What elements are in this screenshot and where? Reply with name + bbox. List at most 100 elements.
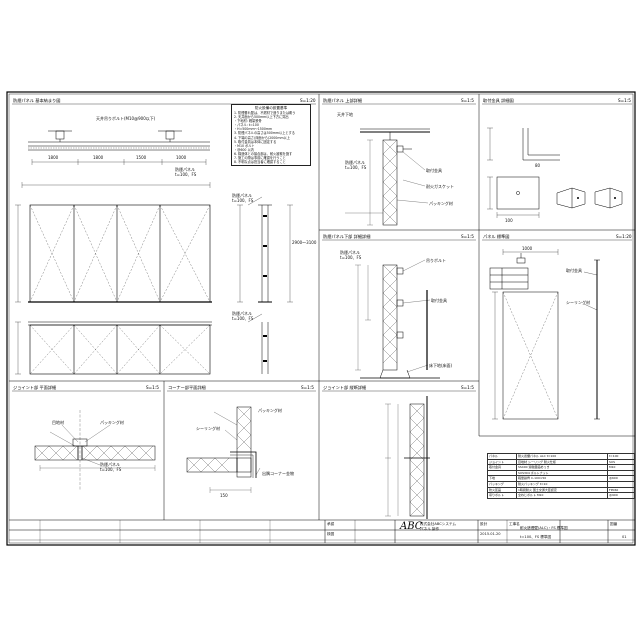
notes-line: ・@600 以内 [234, 147, 254, 152]
drawing-subtitle: t=100、FS 標準図 [520, 535, 552, 539]
dim-1000: 1000 [176, 155, 187, 160]
title-block-approve: 承認 [327, 522, 335, 526]
table-cell: t=100 [607, 453, 635, 460]
section-scale-bracket: S=1:5 [618, 98, 631, 103]
company-division: パネル 製作 [420, 527, 440, 531]
section-title-joint-plan: ジョイント部 平面詳細 [13, 385, 57, 390]
table-row: 防火区画 1時間耐火 国土交通大臣認定 FP060 [487, 486, 635, 494]
table-cell: M10 [607, 464, 635, 471]
fixing-label-top: 取付金具 [426, 168, 442, 173]
panel-label-3: 防煙パネル [232, 311, 252, 316]
table-cell: 吊りボルト [487, 492, 517, 499]
notes-line: ・M10 ボルト [234, 143, 255, 148]
section-scale-joint-plan: S=1:5 [146, 385, 159, 390]
table-row: パネル 耐火遮煙パネル ALC t=100 t=100 [487, 453, 635, 460]
notes-title: 防火設備の設置基準 [254, 106, 288, 110]
packing-label-corner: パッキング材 [258, 408, 282, 413]
table-cell: @900 [607, 492, 635, 499]
notes-line: ・パネル: t=100 [234, 123, 259, 128]
bolt-label-lower: 吊りボルト [426, 258, 446, 263]
packing-label-joint: パッキング材 [100, 420, 124, 425]
sealant-label-panel: シーリング材 [566, 300, 590, 305]
section-title-panel: パネル 標準図 [483, 234, 510, 239]
notes-line: 3. 防煙パネルの高さは500mm以上とする [234, 131, 295, 136]
notes-box: 防火設備の設置基準 1. 防煙垂れ壁は、不燃材で造りまたは覆う 2. 天井面から… [231, 104, 311, 167]
corner-label: 出隅コーナー金物 [262, 471, 294, 476]
notes-line: 4. 下端の高さ(床面から)2000mm以上 [234, 135, 290, 140]
title-block-project: 工事名 [509, 522, 520, 526]
table-row: パッキング 耐火パッキング t=10 [487, 481, 635, 488]
panel-label-joint: 防煙パネル [100, 462, 120, 467]
notes-line: 6. 構造体との接合部は、耐火被覆を施す [234, 151, 293, 156]
section-title-lower: 防煙パネル下部 詳細詳細 [323, 234, 371, 239]
dim-1800-b: 1800 [93, 155, 104, 160]
dim-100-bracket: 100 [505, 218, 513, 223]
table-cell [607, 469, 635, 477]
table-row: 下地 軽量鉄骨 C-100×50 @600 [487, 475, 635, 482]
drawing-title: 耐火遮煙壁(ALC)・FS 標準図 [520, 526, 568, 530]
dim-1800-a: 1800 [48, 155, 59, 160]
table-row: 吊りボルト 全ねじボルト M10 @900 [487, 492, 635, 499]
table-cell: FP060 [607, 486, 635, 494]
sealant-label-corner: シーリング材 [196, 426, 220, 431]
fixing-label-panel: 取付金具 [566, 268, 582, 273]
section-scale-corner: S=1:5 [301, 385, 314, 390]
panel-label-2: 防煙パネル [232, 193, 252, 198]
title-block-draw: 設計 [480, 522, 488, 526]
notes-line: 1. 防煙垂れ壁は、不燃材で造りまたは覆う [234, 111, 296, 115]
notes-line: ・下地材: 軽量鉄骨 [234, 119, 262, 124]
section-title-corner: コーナー部平面詳細 [168, 385, 206, 390]
title-block-number: 図番 [610, 522, 618, 526]
notes-line: 8. 不明な点は担当者に確認すること [234, 160, 286, 165]
section-scale-basic: S=1:20 [300, 98, 316, 103]
panel-spec-1: t=100、FS [175, 172, 197, 177]
dim-80-bracket: 80 [535, 163, 541, 168]
notes-line: 2. 天井面から500mm以上下方に突出 [234, 115, 289, 120]
dim-2900: 2900～3100 [292, 240, 317, 245]
drawing-date: 2015.01.20 [480, 532, 501, 536]
table-cell: SUS [607, 458, 635, 466]
section-title-basic: 防煙パネル 基本納まり図 [13, 98, 61, 103]
panel-label-top: 防煙パネル [345, 160, 365, 165]
dim-1500: 1500 [136, 155, 147, 160]
panel-spec-joint: t=100、FS [100, 467, 122, 472]
section-scale-lower: S=1:5 [461, 234, 474, 239]
dim-150-corner: 150 [220, 493, 228, 498]
table-cell [607, 481, 635, 488]
panel-spec-lower: t=100、FS [340, 255, 362, 260]
table-cell: 全ねじボルト M10 [516, 492, 608, 499]
company-name: 株式会社ABCシステム [420, 522, 457, 526]
panel-spec-2: t=100、FS [232, 198, 254, 203]
dim-1000-panel: 1000 [522, 246, 533, 251]
section-scale-joint-section: S=1:5 [461, 385, 474, 390]
sheet-number: 01 [622, 535, 627, 539]
fixing-label-lower: 取付金具 [431, 298, 447, 303]
panel-spec-top: t=100、FS [345, 165, 367, 170]
title-block-check: 検図 [327, 532, 335, 536]
gasket-label-top: 耐火ガスケット [426, 184, 454, 189]
base-label: 床下地(床面) [429, 363, 453, 368]
spec-table: パネル 耐火遮煙パネル ALC t=100 t=100 ジョイント 目地材 シー… [487, 453, 635, 499]
table-row: SUS304 ボルトナット [487, 469, 635, 477]
notes-line: ・H=500mm～1500mm [234, 127, 273, 132]
table-row: ジョイント 目地材 シーリング 耐火仕様 SUS [487, 458, 635, 466]
section-scale-top: S=1:5 [461, 98, 474, 103]
table-cell: @600 [607, 475, 635, 482]
notes-line: 7. 施工の際は事前に確認を行うこと [234, 156, 286, 161]
section-title-joint-section: ジョイント部 縦断詳細 [323, 385, 367, 390]
panel-spec-3: t=100、FS [232, 316, 254, 321]
table-row: 取付金具 SS400 溶融亜鉛めっき M10 [487, 464, 635, 471]
section-scale-panel: S=1:20 [616, 234, 632, 239]
section-title-top: 防煙パネル 上部詳細 [323, 98, 363, 103]
ceiling-line-label: 天井下地 [337, 112, 353, 117]
notes-line: 5. 取付金具は本体に固定する [234, 139, 277, 144]
company-logo: ABC [400, 521, 423, 532]
joint-label: 目地材 [52, 420, 64, 425]
panel-label-1: 防煙パネル [175, 167, 195, 172]
panel-label-lower: 防煙パネル [340, 250, 360, 255]
packing-label-top: パッキング材 [429, 201, 453, 206]
ceiling-bolt-label: 天井吊りボルト(M10@900以下) [96, 116, 156, 121]
section-title-bracket: 取付金具 詳細図 [483, 98, 514, 103]
